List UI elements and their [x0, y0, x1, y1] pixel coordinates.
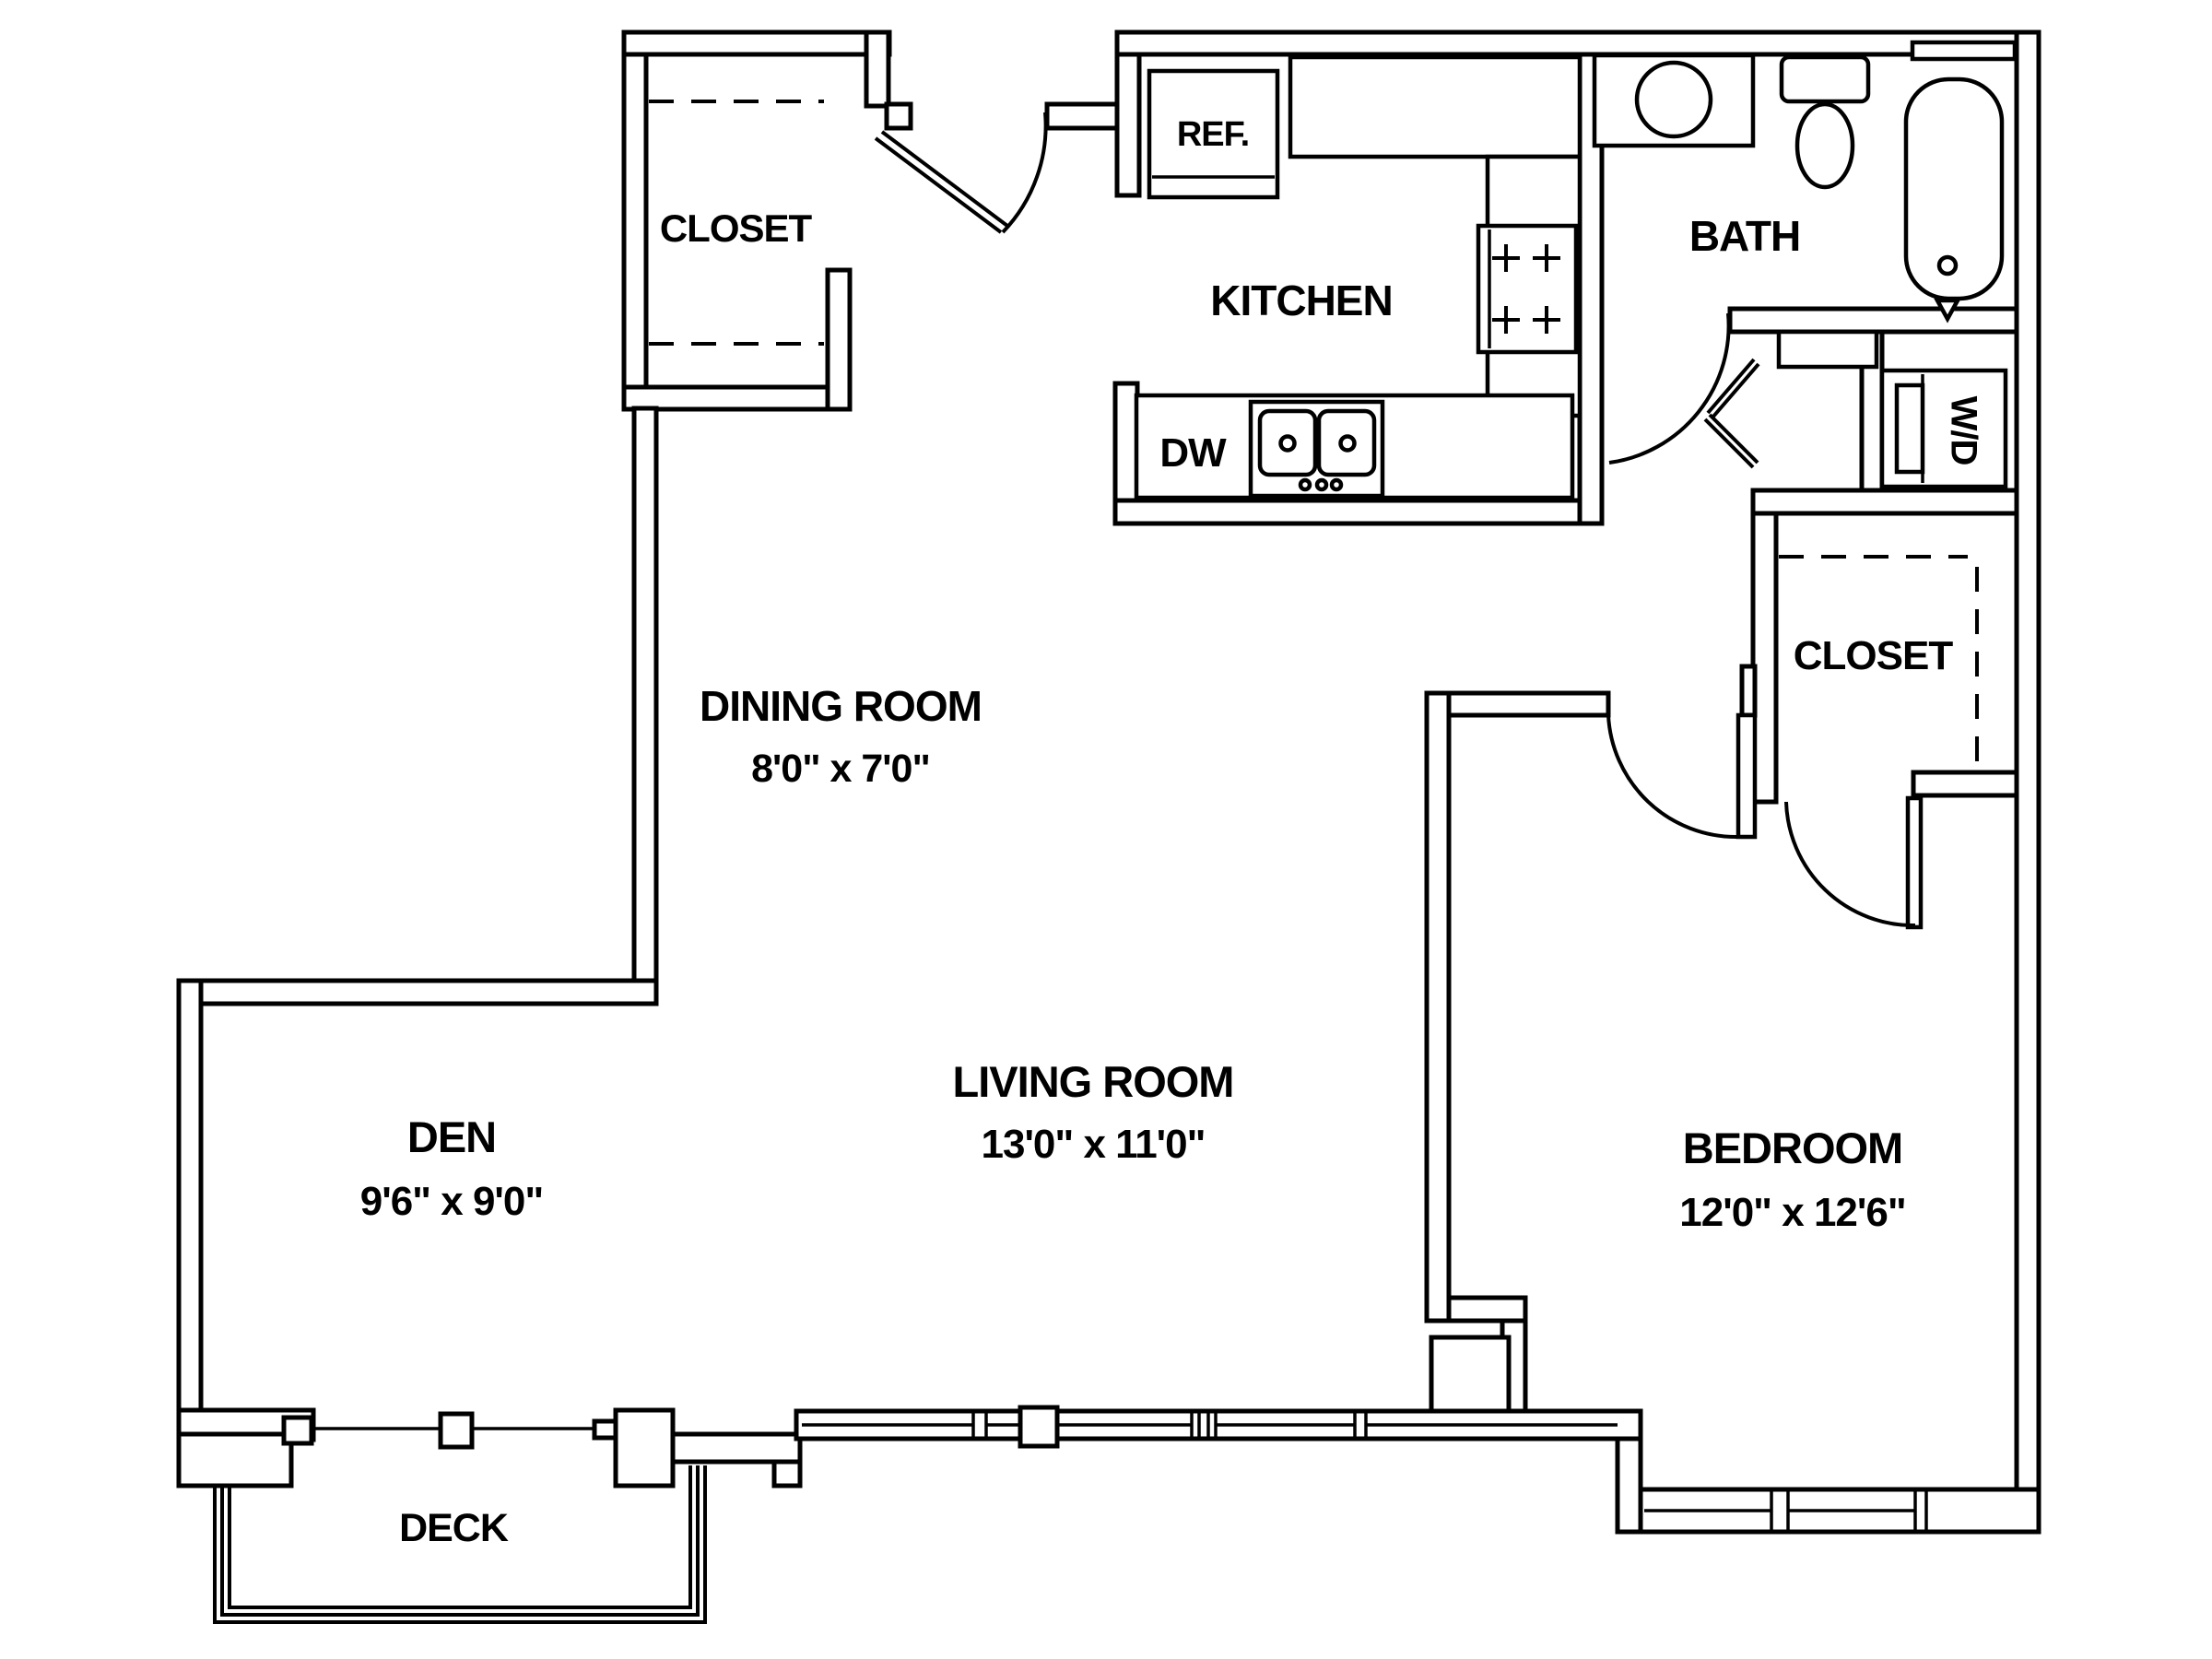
wall-deck-pillar — [613, 1407, 676, 1488]
wall-bedroom-closet-jamb — [1739, 664, 1758, 718]
bedroom-window-jambs — [1770, 1489, 1928, 1532]
sink-knob-2 — [1314, 477, 1329, 492]
sink-knob-1 — [1298, 477, 1312, 492]
wall-bath-south — [1727, 306, 2019, 335]
slider-mullion — [438, 1411, 475, 1450]
bath-fixtures — [1592, 40, 2018, 324]
wall-closet-right-lower — [825, 267, 853, 412]
wall-dining-west — [631, 406, 659, 1006]
wall-deck-b — [176, 1431, 294, 1488]
wall-closet-top — [621, 29, 892, 57]
bedroom-label: BEDROOM — [1683, 1124, 1902, 1172]
dishwasher-label: DW — [1159, 430, 1227, 476]
washer-door — [1894, 382, 1925, 475]
wall-bedroom-closet-top — [1750, 488, 2019, 516]
wall-entry-strike-stub — [1044, 101, 1120, 131]
kitchen-fixtures — [1134, 54, 1583, 500]
dining-room-dims: 8'0" x 7'0" — [751, 747, 930, 791]
bedroom-door-leaf — [1735, 712, 1758, 840]
wall-bedroom-west — [1424, 690, 1452, 1324]
wall-bedroom-north — [1424, 690, 1611, 718]
wall-entry-hinge-jamb — [884, 101, 913, 131]
wall-top — [1114, 29, 2041, 57]
toilet-bowl — [1794, 101, 1855, 190]
slider-block-left — [281, 1415, 314, 1446]
bedroom-closet-label: CLOSET — [1794, 633, 1954, 678]
entry-door-leaf — [874, 130, 1009, 234]
tub-drain-arrow — [1934, 298, 1961, 324]
sink-knob-3 — [1329, 477, 1344, 492]
den-dims: 9'6" x 9'0" — [360, 1179, 543, 1224]
wall-kitchen-south — [1112, 498, 1605, 526]
wall-window-pillar — [1429, 1335, 1512, 1418]
towel-bar — [1910, 40, 2018, 62]
entry-door-swing — [1001, 112, 1048, 234]
stove-burners — [1492, 244, 1560, 334]
deck-rail-inner — [228, 1465, 692, 1609]
south-windows — [794, 1405, 2041, 1535]
wall-bedroom-closet-south — [1911, 770, 2019, 798]
living-room-label: LIVING ROOM — [953, 1057, 1234, 1106]
wall-den-north — [176, 978, 659, 1006]
bedroom-dims: 12'0" x 12'6" — [1679, 1190, 1905, 1235]
bedroom-door-swing — [1606, 714, 1737, 840]
living-window-jambs — [971, 1411, 1368, 1439]
entry-closet-label: CLOSET — [660, 206, 813, 250]
deck-label: DECK — [399, 1506, 509, 1550]
deck-rail-middle — [220, 1465, 700, 1617]
window-mullion-block — [1018, 1405, 1060, 1449]
washer-dryer-label: W/D — [1943, 396, 1983, 465]
labels: CLOSET KITCHEN BATH REF. DW W/D DINING R… — [360, 115, 1984, 1550]
bath-label: BATH — [1689, 212, 1800, 260]
stove — [1476, 223, 1579, 355]
wall-kitchen-west-upper — [1114, 52, 1142, 198]
wd-shelf — [1776, 329, 1879, 370]
dining-room-label: DINING ROOM — [700, 682, 982, 730]
doors — [312, 112, 1924, 1430]
bedroom-closet-door-swing — [1784, 801, 1916, 928]
slider-nub-right — [592, 1418, 618, 1441]
deck-rail-outer — [213, 1465, 707, 1624]
toilet-tank — [1779, 54, 1871, 104]
hall-bifold-leaf-lower — [1703, 413, 1759, 469]
tub-drain — [1936, 254, 1959, 276]
sink-drain-left — [1278, 434, 1297, 453]
wall-deck-step-v — [771, 1459, 803, 1488]
wall-closet-south — [621, 384, 853, 412]
sink-drain-right — [1338, 434, 1357, 453]
den-label: DEN — [407, 1112, 496, 1161]
living-room-dims: 13'0" x 11'0" — [982, 1122, 1206, 1167]
wall-deck-step-h — [670, 1431, 803, 1465]
kitchen-label: KITCHEN — [1210, 276, 1392, 324]
bedroom-closet-door-leaf — [1905, 795, 1924, 930]
wall-closet-left — [621, 29, 649, 412]
bath-door-swing — [1608, 312, 1731, 465]
deck-railing — [213, 1465, 707, 1624]
laundry — [1776, 329, 2008, 489]
wall-closet-right-upper — [864, 29, 891, 109]
wall-bedroom-step-h — [1446, 1295, 1528, 1324]
hall-bifold-leaf-upper — [1706, 358, 1760, 419]
refrigerator-label: REF. — [1177, 115, 1249, 154]
vanity-sink — [1634, 60, 1713, 139]
wall-east — [2014, 29, 2041, 1535]
upper-counter — [1288, 54, 1583, 159]
